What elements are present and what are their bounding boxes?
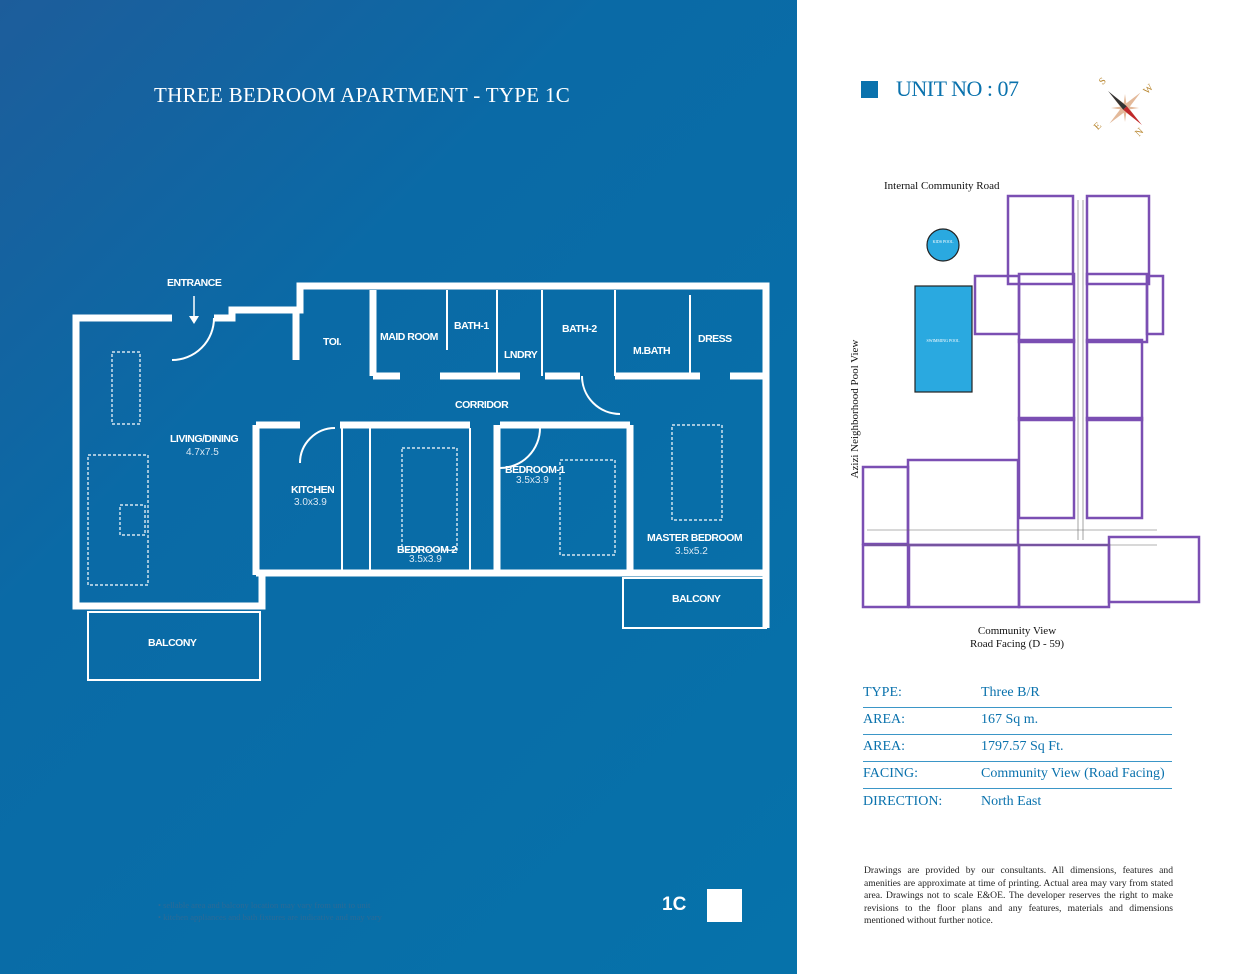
unit-number: UNIT NO : 07: [896, 76, 1019, 101]
unit-type-marker: [707, 889, 742, 922]
unit-square-icon: [861, 81, 878, 98]
kitchen-size: 3.0x3.9: [294, 497, 327, 508]
dress-label: DRESS: [698, 333, 732, 345]
laundry-label: LNDRY: [504, 349, 538, 361]
pool-label: SWIMMING POOL: [926, 338, 960, 343]
disclaimer: Drawings are provided by our consultants…: [864, 865, 1173, 926]
note-line: • sellable area and balcony location may…: [158, 900, 371, 910]
spec-value: 167 Sq m.: [981, 712, 1039, 727]
info-panel: UNIT NO : 07 S W E N Internal Community …: [797, 0, 1250, 974]
spec-value: Community View (Road Facing): [981, 766, 1165, 781]
site-road-facing: Road Facing (D - 59): [969, 638, 1065, 650]
spec-value: Three B/R: [981, 685, 1040, 700]
entrance-label: ENTRANCE: [167, 277, 222, 289]
bath-2-label: BATH-2: [562, 323, 597, 335]
spec-key: FACING:: [863, 766, 918, 781]
toilet-label: TOI.: [323, 336, 342, 348]
spec-value: North East: [981, 794, 1042, 809]
master-bath-label: M.BATH: [633, 345, 671, 357]
spec-key: TYPE:: [863, 685, 902, 700]
corridor-label: CORRIDOR: [455, 399, 509, 411]
site-plan: [861, 194, 1201, 609]
bedroom-2-size: 3.5x3.9: [409, 554, 442, 565]
spec-row-area-sqm: AREA: 167 Sq m.: [863, 708, 1172, 735]
bedroom-1-label: BEDROOM-1: [505, 464, 565, 476]
spec-key: AREA:: [863, 712, 905, 727]
spec-value: 1797.57 Sq Ft.: [981, 739, 1064, 754]
spec-key: AREA:: [863, 739, 905, 754]
compass-icon: S W E N: [1092, 75, 1158, 141]
spec-key: DIRECTION:: [863, 794, 943, 809]
bedroom-2-label: BEDROOM-2: [397, 544, 457, 556]
spec-row-area-sqft: AREA: 1797.57 Sq Ft.: [863, 735, 1172, 762]
unit-type-code: 1C: [662, 894, 687, 915]
page-title: THREE BEDROOM APARTMENT - TYPE 1C: [154, 83, 571, 107]
master-bedroom-label: MASTER BEDROOM: [647, 532, 743, 544]
bedroom-1-size: 3.5x3.9: [516, 475, 549, 486]
floor-plan-panel: THREE BEDROOM APARTMENT - TYPE 1C ENTRAN…: [0, 0, 797, 974]
site-road-bottom: Community View: [977, 625, 1057, 637]
site-road-top: Internal Community Road: [884, 180, 1000, 192]
master-balcony-label: BALCONY: [672, 593, 721, 605]
living-dining-size: 4.7x7.5: [186, 447, 219, 458]
spec-row-direction: DIRECTION: North East: [863, 790, 1172, 817]
maid-room-label: MAID ROOM: [380, 331, 438, 343]
kitchen-label: KITCHEN: [291, 484, 335, 496]
note-line: • kitchen appliances and bath fixtures a…: [158, 912, 382, 922]
floor-plan-drawing: [0, 0, 797, 974]
bath-1-label: BATH-1: [454, 320, 489, 332]
kids-pool-label: KIDS POOL: [932, 239, 954, 244]
balcony-label: BALCONY: [148, 637, 197, 649]
site-pool-view: Azizi Neighborhood Pool View: [849, 339, 861, 479]
living-dining-label: LIVING/DINING: [170, 433, 239, 445]
master-bedroom-size: 3.5x5.2: [675, 546, 708, 557]
spec-row-facing: FACING: Community View (Road Facing): [863, 762, 1172, 789]
spec-row-type: TYPE: Three B/R: [863, 681, 1172, 708]
